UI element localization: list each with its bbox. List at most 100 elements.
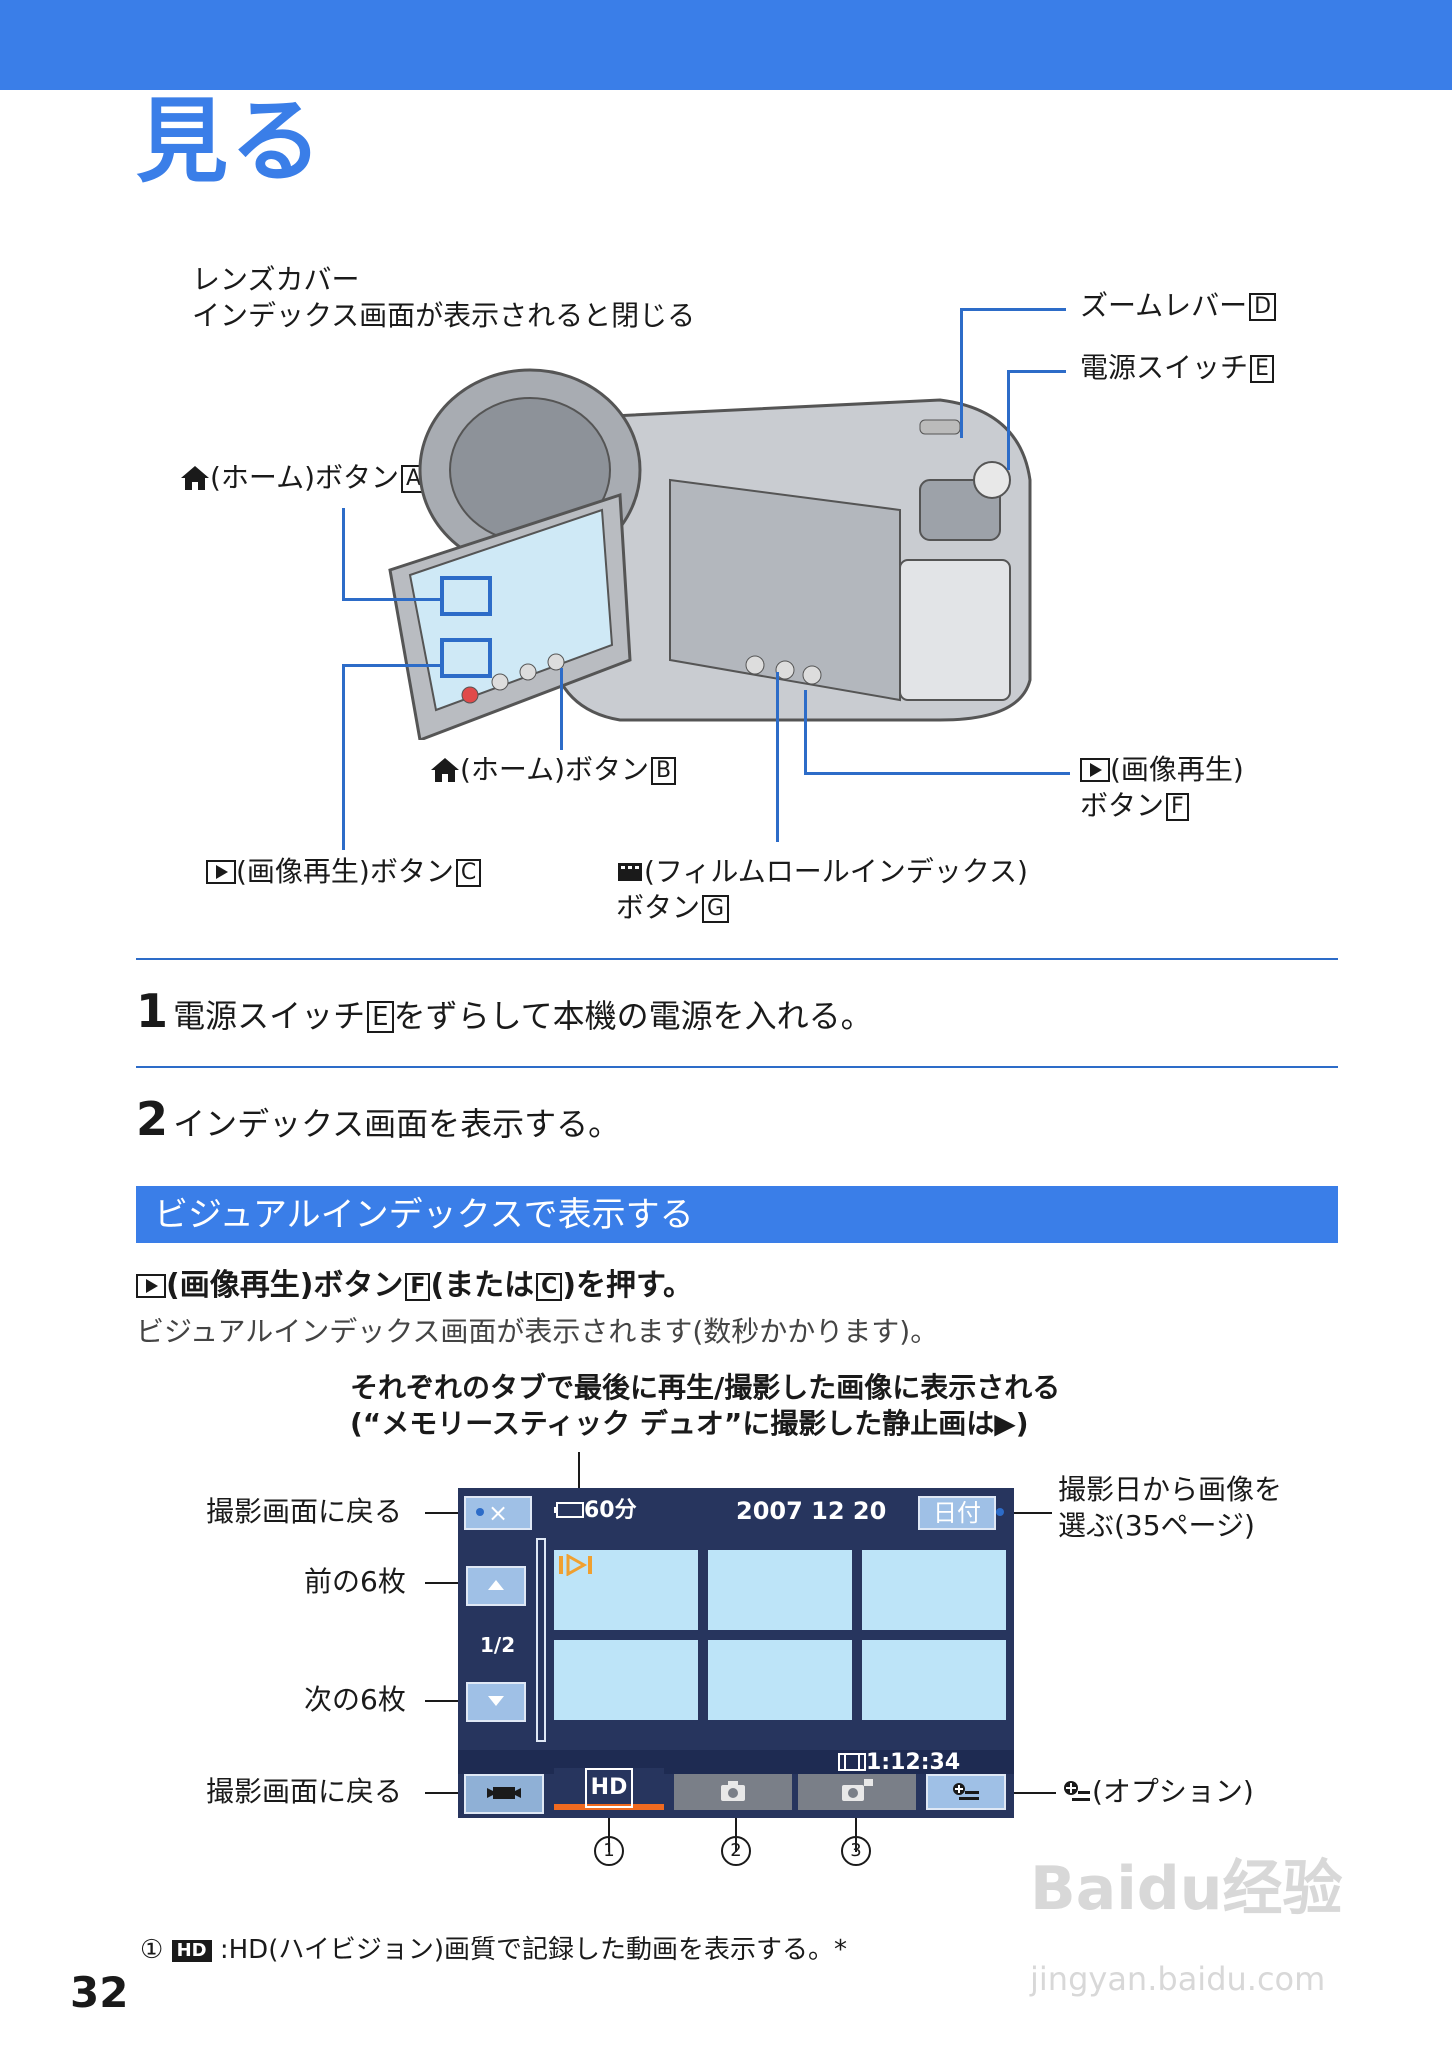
connector [342, 666, 345, 850]
video-camera-icon [487, 1787, 521, 1799]
divider [136, 958, 1338, 960]
filmroll-button-label: (フィルムロールインデックス) [616, 854, 1028, 890]
filmroll-icon [618, 863, 642, 881]
triangle-up-icon [488, 1580, 504, 1590]
callout-number: 3 [841, 1836, 871, 1866]
connector [425, 1582, 485, 1584]
visual-index-screen: × 60分 2007 12 20 日付 1/2 1:12:34 HD [458, 1488, 1014, 1818]
select-date-label: 撮影日から画像を [1058, 1473, 1283, 1506]
play-icon [136, 1274, 166, 1298]
thumbnail[interactable] [554, 1640, 698, 1720]
remaining-time: 1:12:34 [838, 1748, 960, 1778]
close-button[interactable]: × [464, 1496, 532, 1530]
section-header: ビジュアルインデックスで表示する [136, 1186, 1338, 1243]
option-icon [1064, 1781, 1090, 1801]
connector [1000, 1512, 1052, 1514]
section-title: ビジュアルインデックスで表示する [154, 1195, 694, 1235]
prev-six-button[interactable] [466, 1566, 526, 1606]
connector [560, 668, 563, 750]
battery-icon [554, 1502, 584, 1518]
connector [342, 598, 442, 601]
connector [1010, 370, 1066, 373]
connector [425, 1512, 465, 1514]
play-icon [206, 860, 236, 884]
prev-six-label: 前の6枚 [304, 1565, 406, 1598]
hd-badge: HD [584, 1768, 634, 1808]
instruction-note: ビジュアルインデックス画面が表示されます(数秒かかります)。 [136, 1315, 939, 1348]
connector [960, 308, 963, 438]
next-six-label: 次の6枚 [304, 1683, 406, 1716]
option-label: (オプション) [1062, 1774, 1254, 1810]
footnote: ① HD :HD(ハイビジョン)画質で記録した動画を表示する。* [140, 1935, 847, 1965]
date-button[interactable]: 日付 [918, 1496, 996, 1530]
thumbnail[interactable] [708, 1640, 852, 1720]
last-played-marker-icon [559, 1554, 592, 1576]
lens-cover-label: レンズカバー [192, 263, 360, 296]
callout-number: 2 [721, 1836, 751, 1866]
connector [776, 672, 779, 842]
step-number: 1 [136, 984, 169, 1038]
status-strip [458, 1750, 1014, 1774]
option-button[interactable] [926, 1774, 1006, 1810]
page-indicator: 1/2 [480, 1633, 516, 1657]
camcorder-illustration [388, 368, 1032, 740]
camera-memory-icon [842, 1779, 873, 1801]
divider [136, 1066, 1338, 1068]
tab-marker-callout: それぞれのタブで最後に再生/撮影した画像に表示される [350, 1371, 1061, 1404]
option-icon [953, 1783, 979, 1800]
page-title: 見る [136, 88, 325, 195]
hd-badge: HD [171, 1940, 212, 1962]
tab-hd[interactable]: HD [554, 1768, 664, 1810]
watermark-logo: Baidu经验 [1030, 1854, 1343, 1924]
battery-indicator: 60分 [554, 1496, 637, 1526]
connector [425, 1792, 465, 1794]
triangle-down-icon [488, 1696, 504, 1706]
back-to-record-label-2: 撮影画面に戻る [206, 1775, 403, 1808]
next-six-button[interactable] [466, 1682, 526, 1722]
home-icon [431, 758, 459, 782]
back-to-record-label: 撮影画面に戻る [206, 1495, 403, 1528]
watermark-url: jingyan.baidu.com [1030, 1960, 1326, 1998]
thumbnail[interactable] [862, 1640, 1006, 1720]
lens-cover-desc: インデックス画面が表示されると閉じる [192, 299, 696, 332]
callout-dot [996, 1508, 1004, 1516]
connector [804, 772, 1070, 775]
film-icon [838, 1753, 866, 1771]
tab-memory-stick-photo[interactable] [798, 1774, 916, 1810]
tab-marker-callout-2: (“メモリースティック デュオ”に撮影した静止画は▶) [350, 1407, 1029, 1440]
connector [963, 308, 1066, 311]
callout-number: 1 [594, 1836, 624, 1866]
back-to-record-button[interactable] [464, 1774, 544, 1814]
select-date-label-2: 選ぶ(35ページ) [1058, 1509, 1255, 1542]
header-bar [0, 0, 1452, 90]
page-number: 32 [70, 1968, 129, 2017]
date-display: 2007 12 20 [736, 1497, 887, 1525]
connector [1007, 370, 1010, 470]
thumbnail[interactable] [708, 1550, 852, 1630]
step-2: 2 インデックス画面を表示する。 [136, 1094, 620, 1149]
connector [1010, 1792, 1056, 1794]
connector [855, 1806, 857, 1852]
scrollbar[interactable] [536, 1538, 546, 1742]
connector [342, 508, 345, 600]
home-icon [181, 466, 209, 490]
step-text: インデックス画面を表示する。 [173, 1105, 621, 1143]
thumbnail[interactable] [862, 1550, 1006, 1630]
camera-icon [721, 1781, 745, 1801]
callout-dot [476, 1508, 484, 1516]
play-button-f-label: (画像再生) [1080, 752, 1244, 788]
connector [608, 1806, 610, 1852]
tab-photo[interactable] [674, 1774, 792, 1810]
connector [735, 1806, 737, 1852]
connector [425, 1700, 485, 1702]
connector [342, 664, 442, 667]
